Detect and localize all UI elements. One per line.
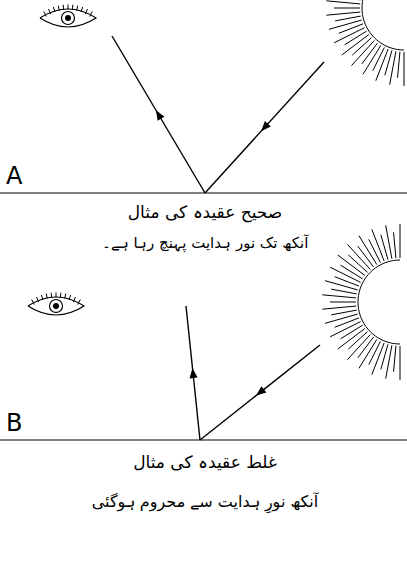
sun-ray xyxy=(369,341,381,364)
sun-ray xyxy=(330,302,356,303)
arrow-head xyxy=(156,110,165,121)
light-ray xyxy=(186,306,200,440)
sun-ray xyxy=(331,289,357,294)
caption-heading: صحیح عقیدہ کی مثال xyxy=(128,202,283,222)
eye-lash xyxy=(72,5,74,10)
sun-ray xyxy=(325,314,358,323)
eye-lash xyxy=(81,7,83,12)
eye-iris xyxy=(50,300,63,313)
sun-ray xyxy=(340,325,362,339)
arrow-head xyxy=(261,121,271,131)
arrow-head xyxy=(256,386,266,395)
sun-ray xyxy=(358,246,374,267)
eye-lash xyxy=(44,12,47,17)
sun-ray xyxy=(372,229,384,261)
eye-pupil xyxy=(65,15,71,21)
sun-ray xyxy=(404,52,405,86)
sun-ray xyxy=(344,31,366,45)
sun-ray xyxy=(369,239,381,262)
sun-ray xyxy=(398,52,400,78)
light-ray xyxy=(205,62,324,193)
sun-ray xyxy=(394,232,396,258)
caption-heading: غلط عقیدہ کی مثال xyxy=(133,452,277,472)
sun-ray xyxy=(335,277,359,286)
eye-lash xyxy=(77,6,78,11)
sun-ray xyxy=(322,306,356,309)
eye-lash xyxy=(51,293,53,298)
ground-line xyxy=(0,192,407,193)
sun-arc xyxy=(358,260,400,344)
sun-ray xyxy=(326,1,360,4)
sun-ray xyxy=(334,8,360,9)
eye-lash xyxy=(60,293,62,298)
eye-lash xyxy=(65,294,66,299)
eye-lash xyxy=(68,4,69,9)
sun-ray xyxy=(322,295,356,298)
eye-lash xyxy=(58,6,59,11)
sun-symbol xyxy=(326,0,404,86)
eye-lash xyxy=(85,9,87,14)
sun-ray xyxy=(335,16,361,21)
sun-ray xyxy=(325,281,358,290)
sun-ray xyxy=(373,47,385,70)
sun-ray xyxy=(400,224,401,258)
eye-lash xyxy=(32,300,35,305)
eye-lash xyxy=(53,7,55,12)
light-ray xyxy=(112,36,205,193)
sun-ray xyxy=(330,322,360,337)
eye-lash xyxy=(46,294,47,299)
eye-lash xyxy=(78,300,81,305)
eye-lash xyxy=(69,295,71,300)
ground-line xyxy=(0,439,407,440)
eye-outline xyxy=(40,9,96,27)
sun-symbol xyxy=(322,224,400,380)
light-ray xyxy=(200,345,320,440)
eye-outline xyxy=(28,297,84,315)
eye-iris xyxy=(62,12,75,25)
sun-ray xyxy=(340,265,362,279)
eye-symbol xyxy=(28,292,84,315)
sun-ray xyxy=(334,28,364,43)
panel-letter: B xyxy=(6,409,22,438)
sun-ray xyxy=(394,346,396,372)
sun-ray xyxy=(372,343,384,375)
sun-ray xyxy=(326,12,360,15)
sun-ray xyxy=(331,310,357,315)
sun-arc xyxy=(362,0,404,50)
eye-lash xyxy=(37,297,39,302)
caption-note: آنکھ نورِ ہدایت سے محروم ہوگئی xyxy=(92,492,319,511)
sun-ray xyxy=(376,49,388,81)
eye-lash xyxy=(41,295,43,300)
eye-pupil xyxy=(53,303,59,309)
sun-ray xyxy=(381,235,388,260)
eye-symbol xyxy=(40,4,96,27)
arrow-head xyxy=(190,368,198,378)
eye-lash xyxy=(49,9,51,14)
eye-lash xyxy=(63,5,65,10)
sun-ray xyxy=(400,346,401,380)
eye-lash xyxy=(56,292,57,297)
sun-ray xyxy=(386,225,392,258)
eye-lash xyxy=(90,12,93,17)
sun-ray xyxy=(329,20,362,29)
caption-note: آنکھ تک نور ہدایت پہنچ رہا ہے۔ xyxy=(102,234,309,252)
panel-letter: A xyxy=(6,162,22,191)
eye-lash xyxy=(73,297,75,302)
